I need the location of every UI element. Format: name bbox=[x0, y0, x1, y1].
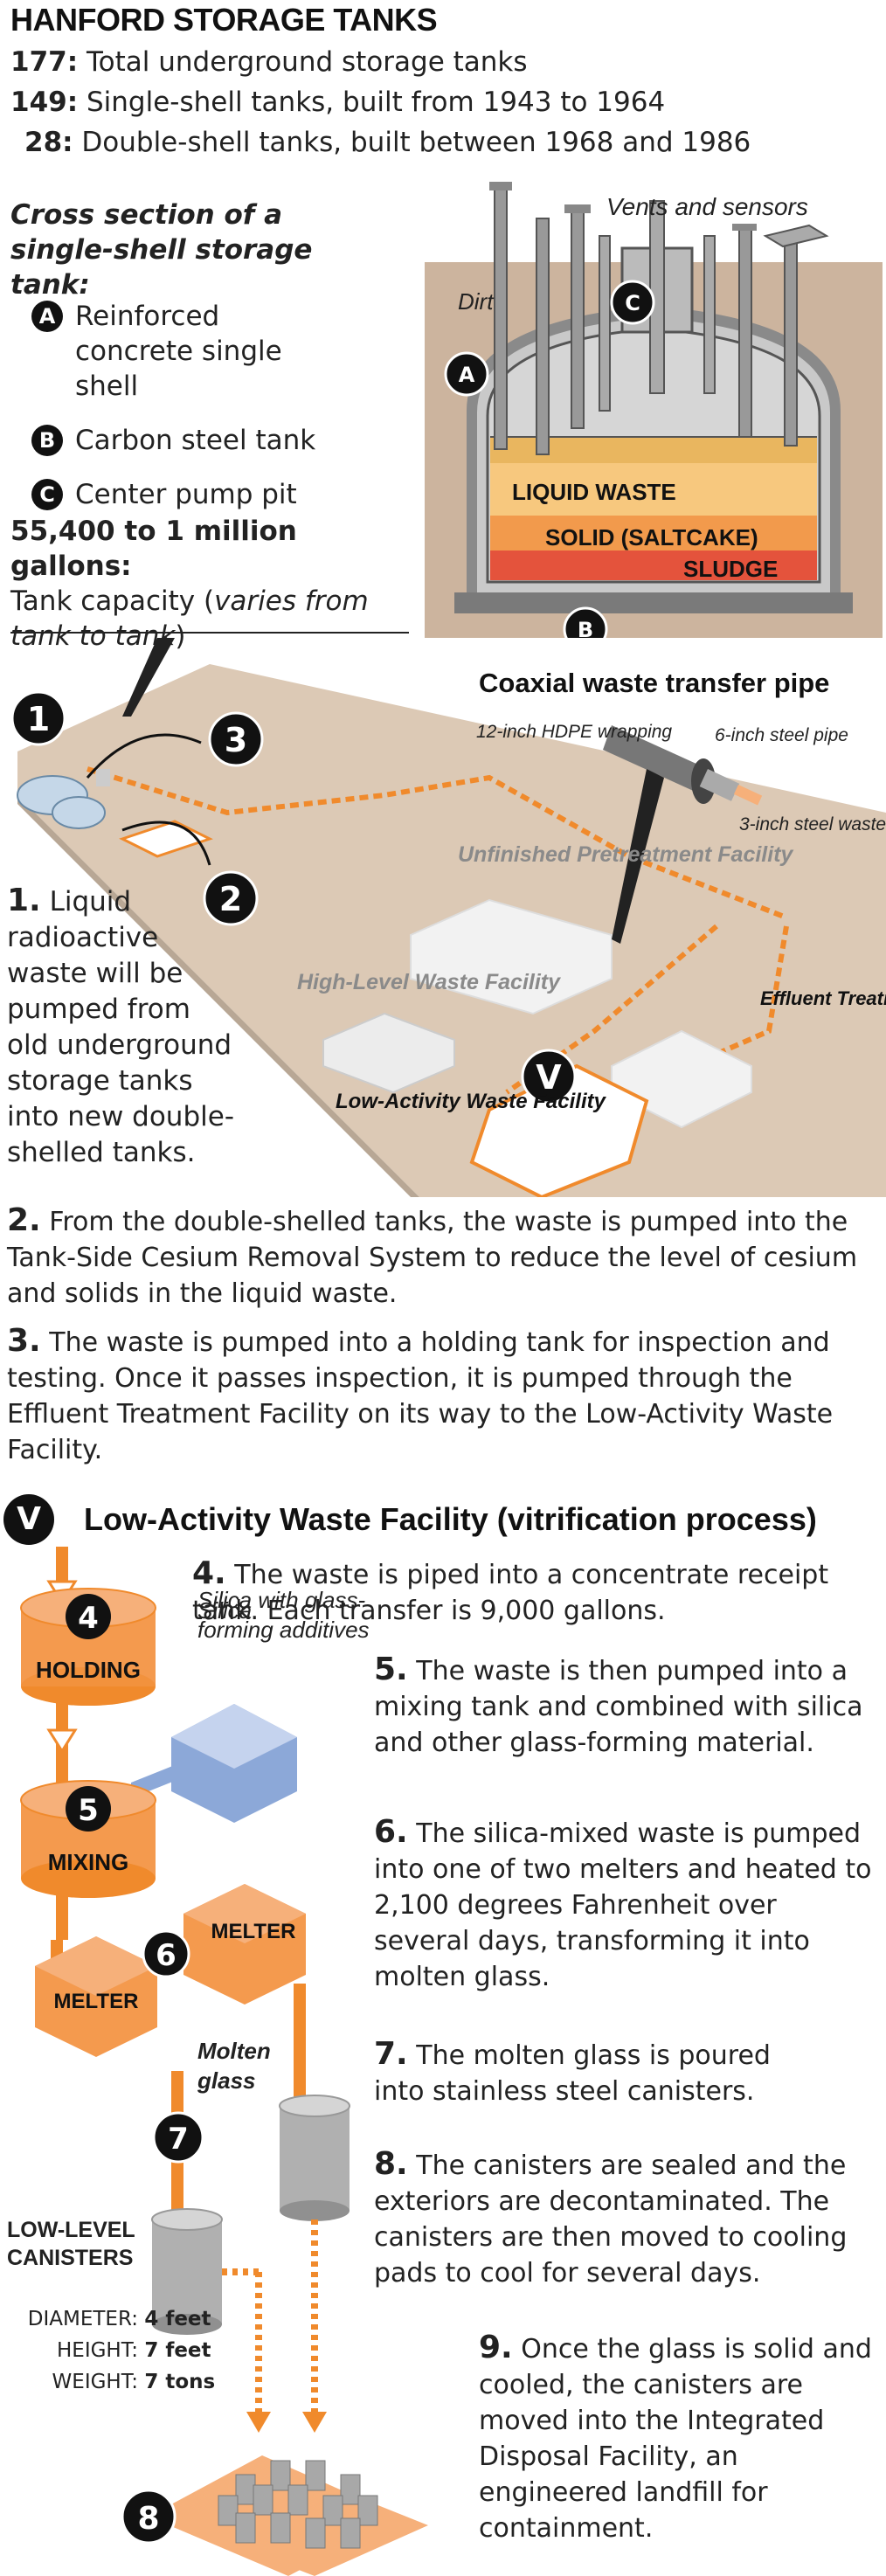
steel-6-label: 6-inch steel pipe bbox=[715, 725, 848, 745]
step-7: 7. The molten glass is poured into stain… bbox=[374, 2036, 771, 2107]
pretreatment-facility bbox=[410, 898, 613, 1015]
step-4: 4. The waste is piped into a concentrate… bbox=[192, 1555, 829, 1626]
svg-text:1: 1 bbox=[27, 700, 50, 738]
silica-label: Silica bbox=[197, 1597, 252, 1624]
vents-label: Vents and sensors bbox=[606, 193, 808, 220]
svg-text:3: 3 bbox=[225, 721, 247, 759]
svg-text:7: 7 bbox=[168, 2122, 189, 2157]
effluent-label: Effluent Treatment Facility bbox=[760, 987, 886, 1009]
svg-text:A: A bbox=[459, 363, 475, 387]
badge-2: 2 bbox=[203, 870, 259, 926]
mixing-label: MIXING bbox=[48, 1849, 128, 1875]
stat-total: 177: Total underground storage tanks bbox=[10, 46, 528, 78]
badge-v: V bbox=[521, 1049, 577, 1104]
steel-3-label: 3-inch steel waste pipe bbox=[739, 814, 886, 834]
solid-label: SOLID (SALTCAKE) bbox=[545, 524, 758, 551]
hdpe-label: 12-inch HDPE wrapping bbox=[476, 722, 672, 742]
badge-b: B bbox=[31, 425, 63, 456]
cross-section-title: Cross section of a single-shell storage … bbox=[10, 199, 313, 301]
sludge-layer bbox=[490, 551, 817, 580]
badge-7: 7 bbox=[152, 2111, 204, 2164]
silica-container: Silica Silica with glass-forming additiv… bbox=[131, 1587, 370, 1823]
step-2: 2. From the double-shelled tanks, the wa… bbox=[7, 1202, 858, 1309]
melter-right: MELTER bbox=[183, 1884, 306, 2005]
sensor-panel bbox=[763, 224, 829, 248]
badge-3: 3 bbox=[208, 711, 264, 767]
vitrification-diagram: HOLDING 4 Silica Silica with glass-formi… bbox=[20, 1547, 384, 2576]
canisters-title: LOW-LEVEL CANISTERS bbox=[7, 2218, 135, 2270]
melter-label-right: MELTER bbox=[211, 1920, 296, 1943]
high-level-label: High-Level Waste Facility bbox=[297, 970, 561, 994]
badge-6: 6 bbox=[142, 1929, 190, 1978]
badge-c-diagram: C bbox=[610, 280, 655, 325]
liquid-waste-layer bbox=[490, 463, 817, 524]
svg-text:2: 2 bbox=[219, 880, 242, 918]
molten-label: Molten glass bbox=[197, 2038, 271, 2094]
liquid-waste-label: LIQUID WASTE bbox=[512, 479, 676, 505]
stat-single-shell: 149: Single-shell tanks, built from 1943… bbox=[10, 87, 666, 118]
svg-text:6: 6 bbox=[156, 1938, 177, 1973]
vitrification-title: Low-Activity Waste Facility (vitrificati… bbox=[84, 1501, 817, 1537]
step-9: 9. Once the glass is solid and cooled, t… bbox=[479, 2330, 872, 2544]
step-5: 5. The waste is then pumped into a mixin… bbox=[374, 1652, 863, 1758]
divider bbox=[10, 632, 409, 634]
low-activity-facility bbox=[469, 1063, 649, 1197]
step-3: 3. The waste is pumped into a holding ta… bbox=[7, 1323, 834, 1465]
tank-cross-section-diagram: Vents and sensors Dirt LIQUID WASTE SOLI… bbox=[425, 175, 883, 638]
canister-left bbox=[151, 2208, 223, 2335]
pretreatment-label: Unfinished Pretreatment Facility bbox=[458, 842, 794, 867]
site-map-diagram: 1 3 2 V Coaxial waste transfer pipe 12-i… bbox=[10, 638, 886, 1197]
sludge-label: SLUDGE bbox=[683, 556, 778, 582]
svg-text:B: B bbox=[578, 618, 593, 638]
stat-double-shell: 28: Double-shell tanks, built between 19… bbox=[24, 127, 751, 158]
high-level-facility bbox=[322, 1012, 455, 1094]
badge-a: A bbox=[31, 301, 63, 332]
badge-b-diagram: B bbox=[563, 606, 608, 638]
svg-text:4: 4 bbox=[78, 1601, 99, 1636]
canister-grid bbox=[183, 2460, 428, 2576]
canister-specs: DIAMETER: 4 feet HEIGHT: 7 feet WEIGHT: … bbox=[27, 2308, 216, 2393]
transfer-line bbox=[87, 766, 788, 920]
melter-label-left: MELTER bbox=[54, 1990, 139, 2013]
badge-v-section: V bbox=[3, 1494, 54, 1545]
pipe-title: Coaxial waste transfer pipe bbox=[479, 668, 829, 698]
page-title: HANFORD STORAGE TANKS bbox=[10, 2, 438, 38]
svg-text:8: 8 bbox=[137, 2501, 159, 2537]
badge-8: 8 bbox=[121, 2489, 177, 2545]
coaxial-pipe bbox=[603, 725, 763, 944]
canister-right bbox=[279, 2095, 350, 2221]
step-1: 1. Liquid radioactive waste will be pump… bbox=[7, 883, 235, 1168]
holding-tank: HOLDING 4 bbox=[20, 1588, 156, 1706]
badge-c: C bbox=[31, 479, 63, 510]
step-8: 8. The canisters are sealed and the exte… bbox=[374, 2146, 848, 2289]
mixing-tank: MIXING 5 bbox=[20, 1780, 156, 1898]
step-6: 6. The silica-mixed waste is pumped into… bbox=[374, 1814, 872, 1992]
melter-left: MELTER bbox=[35, 1936, 157, 2057]
holding-label: HOLDING bbox=[36, 1657, 141, 1683]
low-activity-label: Low-Activity Waste Facility bbox=[336, 1090, 607, 1113]
dirt-label: Dirt bbox=[458, 288, 495, 315]
svg-text:5: 5 bbox=[78, 1793, 99, 1828]
badge-1: 1 bbox=[10, 690, 66, 746]
badge-a-diagram: A bbox=[444, 351, 489, 397]
svg-text:C: C bbox=[625, 291, 640, 315]
tank-capacity: 55,400 to 1 million gallons: Tank capaci… bbox=[10, 516, 369, 652]
svg-text:V: V bbox=[536, 1058, 562, 1097]
